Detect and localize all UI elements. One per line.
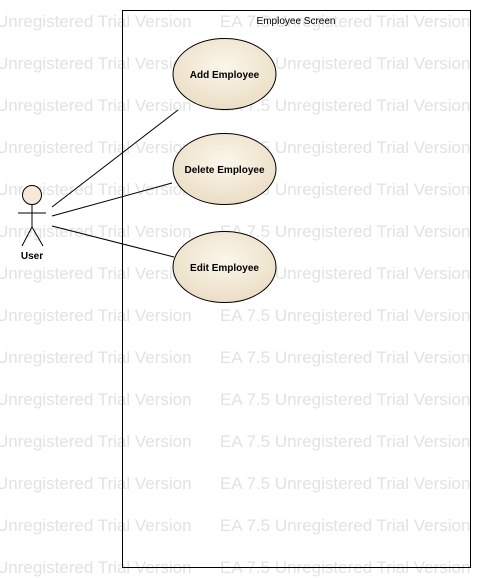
use-case-add-employee[interactable]: Add Employee bbox=[172, 38, 277, 110]
watermark-text: Unregistered Trial Version bbox=[0, 516, 192, 535]
watermark-text: Unregistered Trial Version bbox=[0, 474, 192, 493]
association-user-add-employee[interactable] bbox=[51, 109, 179, 208]
watermark-text: Unregistered Trial Version bbox=[0, 222, 192, 241]
system-boundary[interactable] bbox=[122, 10, 471, 568]
use-case-label: Add Employee bbox=[190, 70, 260, 81]
watermark-text: Unregistered Trial Version bbox=[0, 558, 192, 577]
watermark-text: Unregistered Trial Version bbox=[0, 54, 192, 73]
watermark-text: EA 7.5 Unregistered Trial Version bbox=[220, 432, 470, 451]
watermark-text: EA 7.5 Unregistered Trial Version bbox=[220, 222, 470, 241]
association-user-delete-employee[interactable] bbox=[51, 182, 173, 217]
actor-left-leg bbox=[21, 226, 33, 247]
watermark-text: EA 7.5 Unregistered Trial Version bbox=[220, 180, 470, 199]
watermark-text: Unregistered Trial Version bbox=[0, 180, 192, 199]
watermark-text: EA 7.5 Unregistered Trial Version bbox=[220, 54, 470, 73]
watermark-text: Unregistered Trial Version bbox=[0, 306, 192, 325]
actor-head bbox=[22, 185, 42, 205]
use-case-delete-employee[interactable]: Delete Employee bbox=[172, 133, 277, 205]
use-case-label: Delete Employee bbox=[184, 165, 264, 176]
watermark-text: Unregistered Trial Version bbox=[0, 96, 192, 115]
watermark-text: EA 7.5 Unregistered Trial Version bbox=[220, 96, 470, 115]
watermark-text: EA 7.5 Unregistered Trial Version bbox=[220, 264, 470, 283]
actor-right-leg bbox=[31, 226, 44, 247]
watermark-text: Unregistered Trial Version bbox=[0, 264, 192, 283]
use-case-label: Edit Employee bbox=[190, 263, 259, 274]
actor-user[interactable]: User bbox=[18, 185, 46, 263]
watermark-text: Unregistered Trial Version bbox=[0, 12, 192, 31]
watermark-text: EA 7.5 Unregistered Trial Version bbox=[220, 474, 470, 493]
actor-label: User bbox=[21, 251, 43, 262]
watermark-text: EA 7.5 Unregistered Trial Version bbox=[220, 306, 470, 325]
watermark-text: Unregistered Trial Version bbox=[0, 432, 192, 451]
watermark-text: EA 7.5 Unregistered Trial Version bbox=[220, 390, 470, 409]
watermark-text: EA 7.5 Unregistered Trial Version bbox=[220, 516, 470, 535]
association-user-edit-employee[interactable] bbox=[51, 225, 175, 258]
watermark-text: EA 7.5 Unregistered Trial Version bbox=[220, 348, 470, 367]
use-case-edit-employee[interactable]: Edit Employee bbox=[172, 231, 277, 303]
trial-watermark: Unregistered Trial Version EA 7.5 Unregis… bbox=[0, 12, 470, 577]
watermark-text: Unregistered Trial Version bbox=[0, 390, 192, 409]
watermark-text: EA 7.5 Unregistered Trial Version bbox=[220, 12, 470, 31]
watermark-text: EA 7.5 Unregistered Trial Version bbox=[220, 138, 470, 157]
watermark-text: Unregistered Trial Version bbox=[0, 348, 192, 367]
system-boundary-title: Employee Screen bbox=[257, 16, 336, 27]
watermark-text: Unregistered Trial Version bbox=[0, 138, 192, 157]
